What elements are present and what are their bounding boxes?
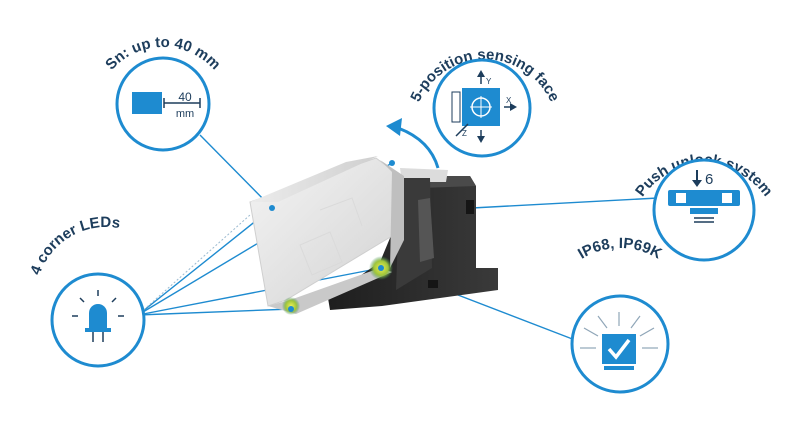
push-unlock-value: 6 <box>705 171 713 188</box>
connector-sn <box>199 134 273 209</box>
callout-push-unlock: Push unlock system 6 <box>632 151 776 262</box>
led-icon <box>72 290 124 342</box>
svg-text:IP68, IP69K: IP68, IP69K <box>575 235 665 263</box>
callout-ip-rating: IP68, IP69K <box>570 235 670 394</box>
led-dot-left <box>269 205 275 211</box>
distance-icon: 40 mm <box>132 90 201 120</box>
axis-z-label: Z <box>462 129 467 138</box>
axis-y-label: Y <box>486 77 492 86</box>
connector-led-faint <box>137 214 251 316</box>
corner-leds-label: 4 corner LEDs <box>27 214 121 277</box>
push-unlock-icon: 6 <box>668 170 740 223</box>
sn-value: 40 <box>178 90 192 104</box>
led-dot-right <box>378 265 384 271</box>
rotation-arrow <box>386 118 440 169</box>
callout-sensing-face: 5-position sensing face Y X Z <box>407 46 563 158</box>
sensor-head <box>249 156 404 315</box>
callout-sn: Sn: up to 40 mm 40 mm <box>102 34 224 152</box>
led-dot-bottom <box>288 306 294 312</box>
callout-corner-leds: 4 corner LEDs <box>27 214 146 368</box>
connector-led-4 <box>137 207 273 316</box>
connector-push <box>471 197 659 209</box>
sensing-face-icon: Y X Z <box>451 70 517 143</box>
ip-rating-icon <box>580 312 658 370</box>
ip-rating-label: IP68, IP69K <box>575 235 665 263</box>
sn-unit: mm <box>176 108 194 120</box>
connector-led-2 <box>137 267 382 316</box>
connector-led-3 <box>137 308 292 316</box>
axis-x-label: X <box>506 96 512 105</box>
svg-text:4 corner LEDs: 4 corner LEDs <box>27 214 121 277</box>
led-dot-top <box>389 160 395 166</box>
